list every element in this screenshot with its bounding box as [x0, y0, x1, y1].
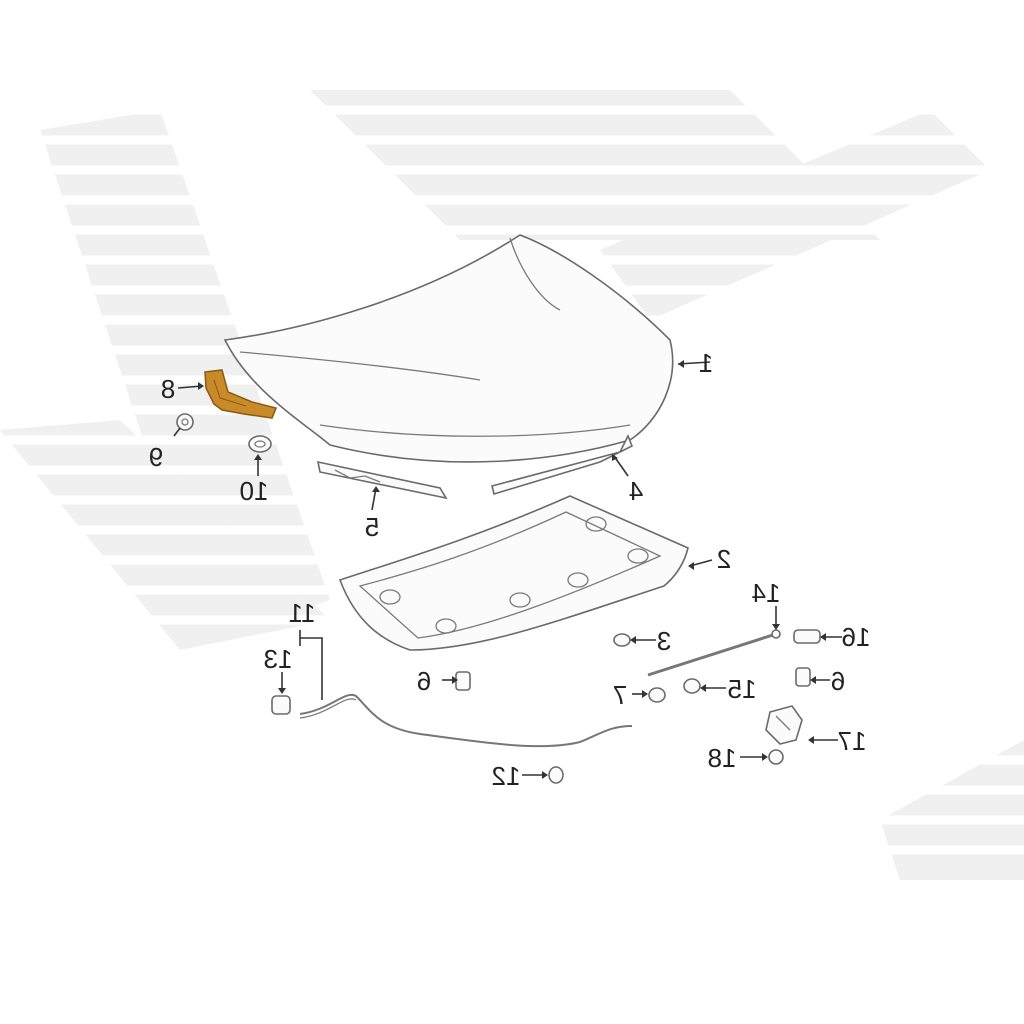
- callout-2: 2: [717, 544, 731, 574]
- callout-4: 4: [629, 476, 643, 506]
- callout-12: 12: [492, 761, 521, 791]
- callout-3: 3: [657, 626, 671, 656]
- callout-17: 17: [838, 726, 867, 756]
- callout-10: 10: [240, 476, 269, 506]
- callout-15: 15: [728, 674, 757, 704]
- clip-part-15: [683, 678, 701, 694]
- seal-part-4: [491, 434, 634, 496]
- callout-18: 18: [708, 743, 737, 773]
- bolt-part-18: [768, 749, 784, 765]
- clip-part-3: [613, 633, 631, 647]
- insulator-pad-part-2: [338, 495, 689, 651]
- callout-6-left: 6: [417, 666, 431, 696]
- clip-part-7: [648, 687, 666, 703]
- latch-part-17: [765, 705, 803, 745]
- callout-7: 7: [613, 680, 627, 710]
- clip-part-6-right: [795, 667, 811, 687]
- callout-5: 5: [365, 512, 379, 542]
- callout-11: 11: [289, 598, 316, 628]
- bolt-part-9: [176, 413, 194, 431]
- callout-9: 9: [149, 442, 163, 472]
- grommet-part-10: [248, 435, 272, 453]
- clip-part-6-left: [455, 671, 471, 691]
- support-rod-part-14: [647, 629, 781, 677]
- clip-part-12: [548, 766, 564, 784]
- callout-1: 1: [699, 348, 713, 378]
- hood-panel: [223, 234, 674, 463]
- callout-13: 13: [264, 644, 293, 674]
- callout-14: 14: [752, 578, 781, 608]
- clip-part-16: [793, 629, 821, 644]
- hinge-part-8: [204, 369, 278, 419]
- callout-labels: 1 2 3 4 5 6 6 7 8 9 10 11 12 13 14 15 16…: [149, 348, 871, 791]
- callout-16: 16: [842, 622, 871, 652]
- callout-6-right: 6: [831, 666, 845, 696]
- leader-lines: [173, 360, 842, 779]
- seal-part-5: [316, 460, 448, 500]
- callout-8: 8: [161, 374, 175, 404]
- handle-part-13: [271, 695, 291, 715]
- release-cable-part-11: [299, 693, 633, 748]
